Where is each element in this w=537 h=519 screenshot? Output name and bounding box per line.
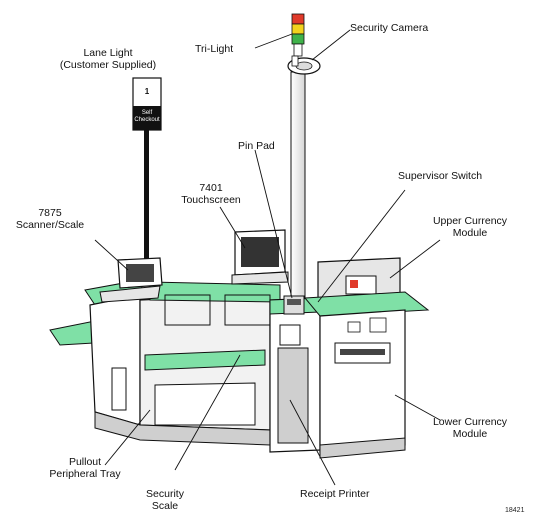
lane-light-sign-text: Self Checkout xyxy=(133,110,161,124)
label-pullout-tray-line-2: Peripheral Tray xyxy=(35,468,135,480)
label-upper-currency-line-1: Upper Currency xyxy=(425,215,515,227)
security-camera xyxy=(288,56,320,74)
label-security-camera: Security Camera xyxy=(350,22,428,34)
label-scanner-scale-line-1: 7875 xyxy=(10,207,90,219)
label-lower-currency: Lower Currency Module xyxy=(425,416,515,440)
sign-text-line-1: Self xyxy=(133,110,161,117)
figure-number: 18421 xyxy=(505,505,524,517)
label-lane-light: Lane Light (Customer Supplied) xyxy=(48,47,168,71)
label-supervisor-switch: Supervisor Switch xyxy=(398,170,482,182)
label-pullout-tray-line-1: Pullout xyxy=(35,456,135,468)
label-security-scale-line-1: Security xyxy=(135,488,195,500)
label-touchscreen: 7401 Touchscreen xyxy=(180,182,242,206)
label-touchscreen-line-1: 7401 xyxy=(180,182,242,194)
label-upper-currency-line-2: Module xyxy=(425,227,515,239)
label-lane-light-line-2: (Customer Supplied) xyxy=(48,59,168,71)
label-scanner-scale: 7875 Scanner/Scale xyxy=(10,207,90,231)
label-lower-currency-line-1: Lower Currency xyxy=(425,416,515,428)
lane-light xyxy=(133,78,161,270)
touchscreen xyxy=(232,230,288,284)
label-upper-currency: Upper Currency Module xyxy=(425,215,515,239)
center-column xyxy=(270,296,320,452)
label-tri-light: Tri-Light xyxy=(195,43,233,55)
counter-cabinet xyxy=(50,280,280,445)
label-security-scale-line-2: Scale xyxy=(135,500,195,512)
label-scanner-scale-line-2: Scanner/Scale xyxy=(10,219,90,231)
label-security-scale: Security Scale xyxy=(135,488,195,512)
label-pin-pad: Pin Pad xyxy=(238,140,275,152)
currency-cabinet xyxy=(305,258,428,458)
label-pullout-tray: Pullout Peripheral Tray xyxy=(35,456,135,480)
lane-light-sign-number: 1 xyxy=(133,86,161,98)
label-receipt-printer: Receipt Printer xyxy=(300,488,369,500)
sign-text-line-2: Checkout xyxy=(133,117,161,124)
label-lane-light-line-1: Lane Light xyxy=(48,47,168,59)
label-lower-currency-line-2: Module xyxy=(425,428,515,440)
scanner-scale xyxy=(100,258,162,302)
label-touchscreen-line-2: Touchscreen xyxy=(180,194,242,206)
